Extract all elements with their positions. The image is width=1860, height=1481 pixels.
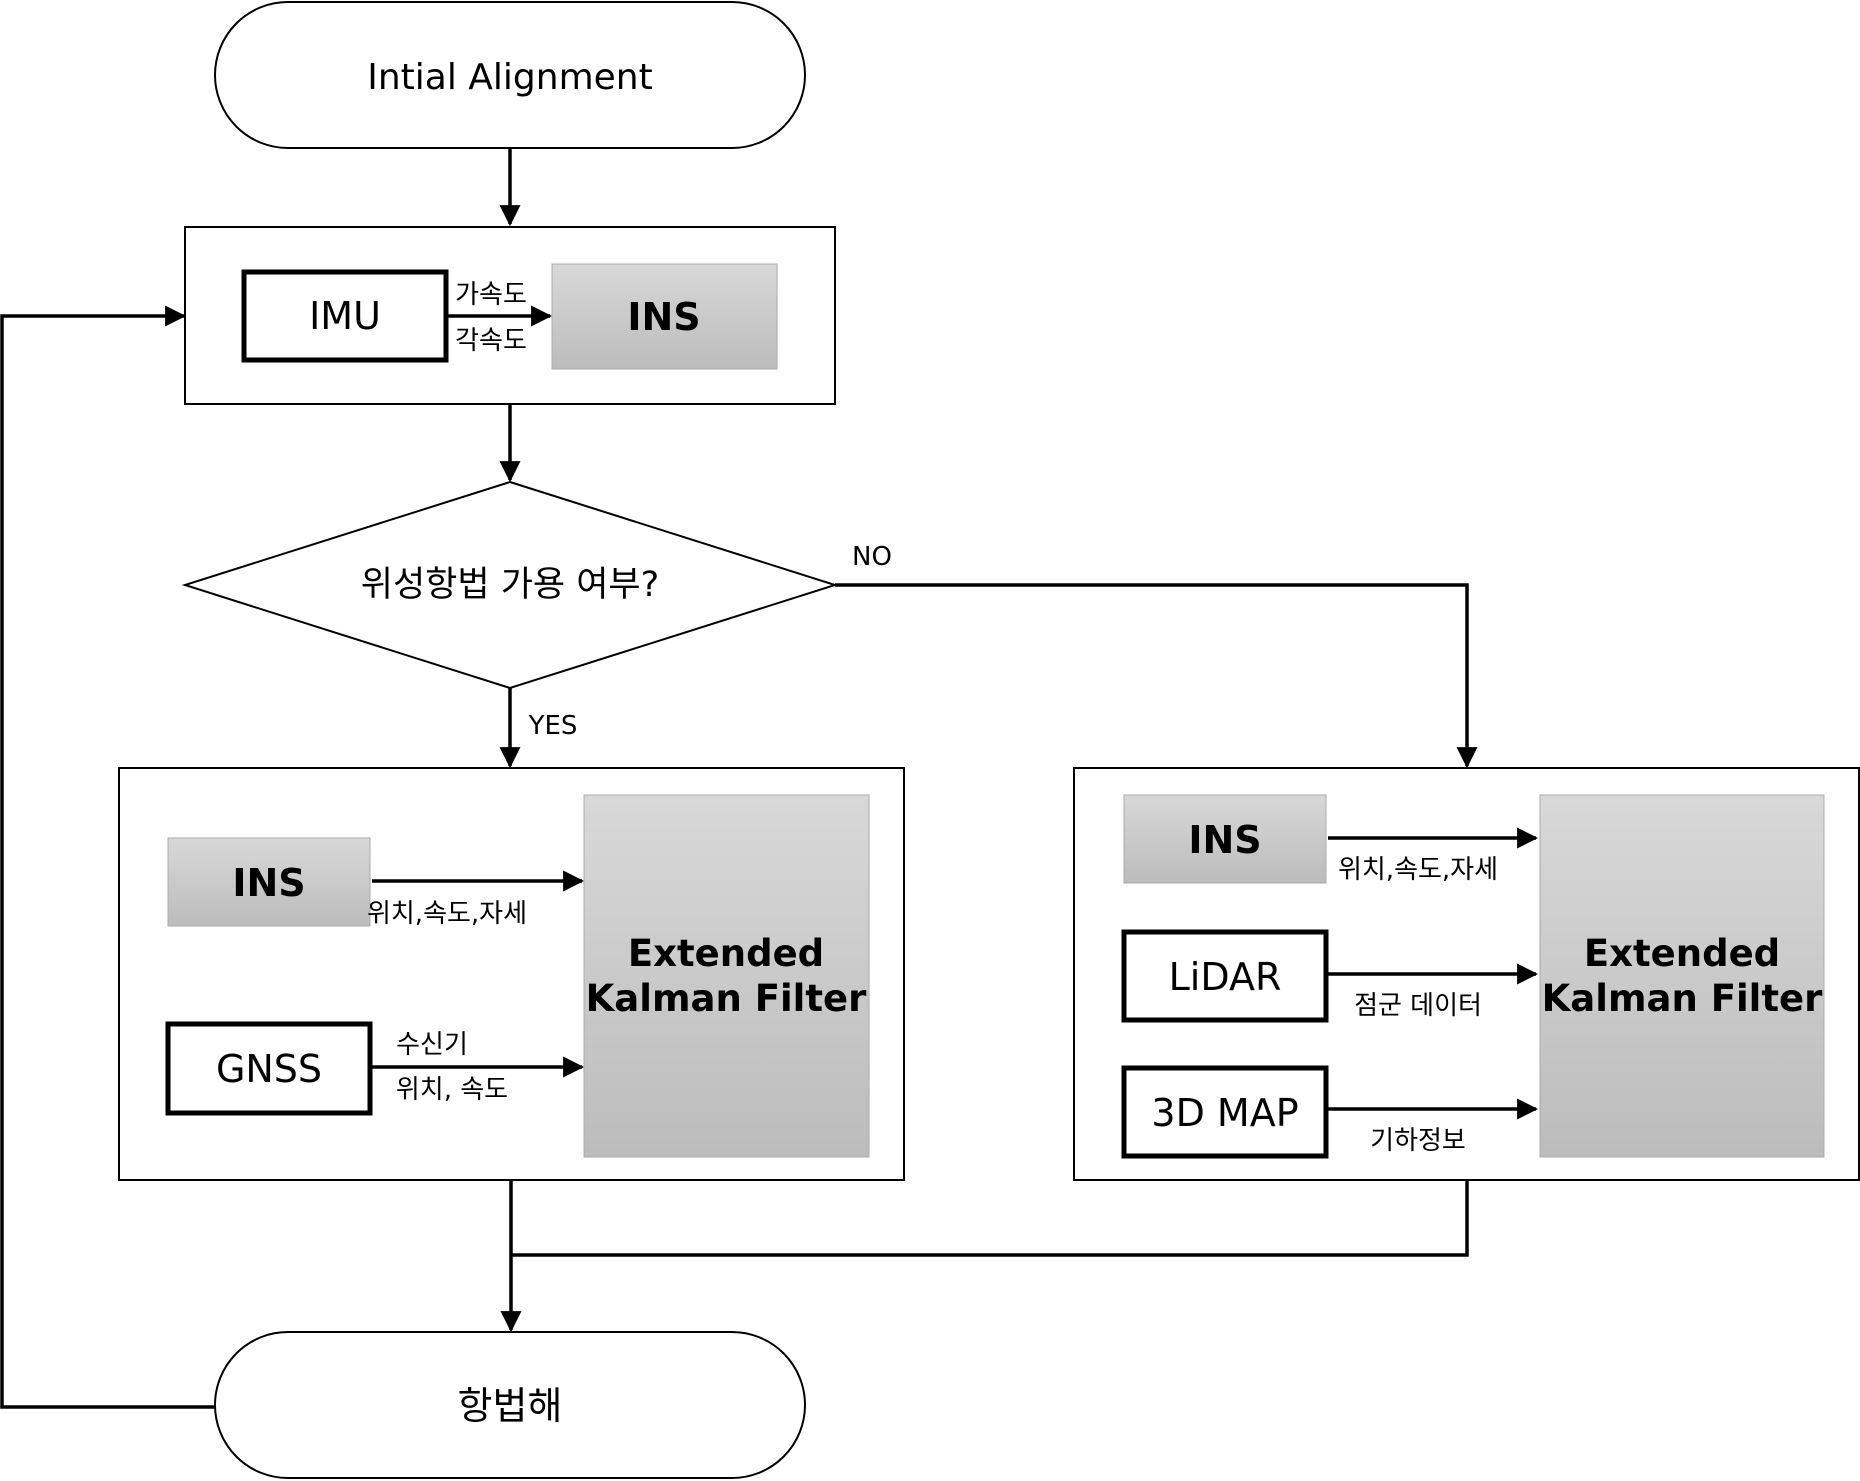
lidar-label: LiDAR [1169, 955, 1282, 999]
ekf-right-label-2: Kalman Filter [1542, 977, 1823, 1020]
gnss-output-label-1: 수신기 [396, 1030, 468, 1060]
imu-label: IMU [309, 294, 381, 338]
gnss-fusion-group: INS 위치,속도,자세 GNSS 수신기 위치, 속도 Extended Ka… [118, 767, 905, 1181]
start-terminal-label: Intial Alignment [367, 57, 653, 98]
angular-label: 각속도 [455, 326, 527, 356]
lidar-output-label: 점군 데이터 [1354, 991, 1482, 1021]
map3d-box [1121, 1065, 1329, 1159]
map3d-output-label: 기하정보 [1370, 1126, 1466, 1156]
imu-box [241, 269, 449, 363]
ekf-right-label-1: Extended [1584, 932, 1780, 975]
no-label: NO [852, 542, 892, 572]
ekf-left-label-2: Kalman Filter [586, 977, 867, 1020]
ekf-left-box [583, 794, 870, 1158]
start-terminal-shape [214, 1, 806, 149]
connectors [0, 148, 1478, 1409]
ins-right-output-label: 위치,속도,자세 [1338, 855, 1498, 885]
ins-top-label: INS [627, 295, 700, 339]
lidar-fusion-group: INS 위치,속도,자세 LiDAR 점군 데이터 3D MAP 기하정보 Ex… [1073, 767, 1860, 1181]
ins-right-label: INS [1188, 818, 1261, 862]
ekf-left-label-1: Extended [628, 932, 824, 975]
line-right-group-merge [511, 1180, 1469, 1257]
ins-right-box [1123, 794, 1327, 884]
ins-left-label: INS [232, 861, 305, 905]
arrow-decision-no [835, 583, 1478, 769]
accel-label: 가속도 [455, 280, 527, 310]
end-terminal-shape [214, 1331, 806, 1479]
ins-left-box [167, 837, 371, 927]
map3d-label: 3D MAP [1151, 1091, 1298, 1135]
arrow-feedback-loop [0, 305, 216, 1409]
lidar-box [1121, 929, 1329, 1023]
yes-label: YES [528, 711, 578, 741]
end-terminal-label: 항법해 [458, 1384, 563, 1428]
ins-left-output-label: 위치,속도,자세 [367, 899, 527, 929]
imu-ins-group: IMU 가속도 각속도 INS [184, 226, 836, 405]
gnss-output-label-2: 위치, 속도 [396, 1075, 508, 1105]
ins-top-box [551, 263, 778, 370]
ekf-right-box [1539, 794, 1825, 1158]
decision-label: 위성항법 가용 여부? [361, 565, 659, 605]
gnss-label: GNSS [216, 1047, 322, 1091]
end-terminal: 항법해 [214, 1331, 806, 1479]
decision-diamond [181, 480, 839, 690]
gnss-box [165, 1021, 373, 1116]
start-terminal: Intial Alignment [214, 1, 806, 149]
decision: 위성항법 가용 여부? NO YES [181, 480, 892, 741]
